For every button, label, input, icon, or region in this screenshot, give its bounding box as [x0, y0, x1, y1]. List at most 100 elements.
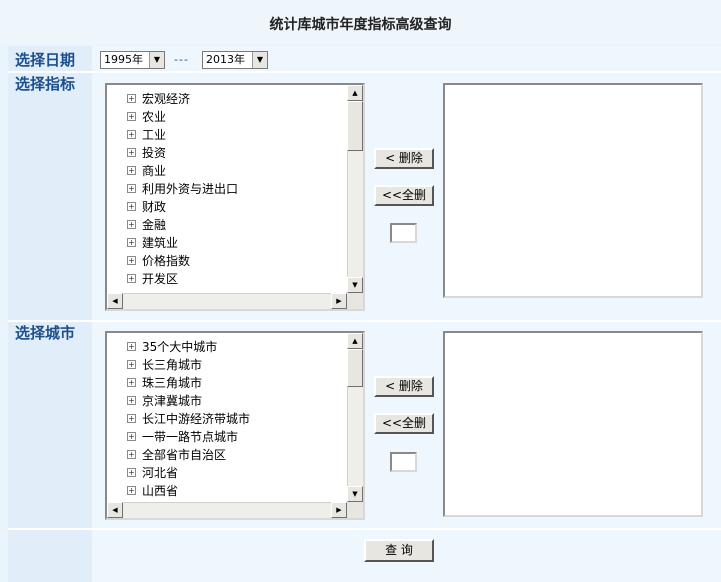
- tree-item[interactable]: + 长三角城市: [127, 356, 250, 374]
- expand-plus-icon[interactable]: +: [127, 202, 136, 211]
- scroll-thumb[interactable]: [347, 101, 363, 151]
- tree-item[interactable]: + 建筑业: [127, 234, 238, 252]
- tree-item[interactable]: + 开发区: [127, 270, 238, 288]
- city-count-input[interactable]: [390, 452, 417, 472]
- tree-item-label: 35个大中城市: [142, 340, 218, 354]
- expand-plus-icon[interactable]: +: [127, 166, 136, 175]
- end-year-value: 2013年: [206, 53, 245, 66]
- tree-item[interactable]: + 珠三角城市: [127, 374, 250, 392]
- tree-item[interactable]: + 价格指数: [127, 252, 238, 270]
- tree-item[interactable]: + 工业: [127, 126, 238, 144]
- expand-plus-icon[interactable]: +: [127, 450, 136, 459]
- tree-item-label: 价格指数: [142, 254, 191, 268]
- scroll-down-icon[interactable]: ▼: [347, 277, 363, 293]
- city-tree[interactable]: +35个大中城市+长三角城市+珠三角城市+京津冀城市+长江中游经济带城市+一带一…: [105, 331, 365, 520]
- tree-item[interactable]: + 农业: [127, 108, 238, 126]
- tree-item[interactable]: +河北省: [127, 464, 250, 482]
- tree-item-label: 商业: [142, 164, 167, 178]
- tree-item-label: 工业: [142, 128, 167, 142]
- indicator-vertical-scrollbar[interactable]: ▲ ▼: [347, 85, 363, 293]
- expand-plus-icon[interactable]: +: [127, 94, 136, 103]
- row-divider: [8, 320, 721, 322]
- tree-item-label: 京津冀城市: [142, 394, 203, 408]
- expand-plus-icon[interactable]: +: [127, 468, 136, 477]
- scroll-left-icon[interactable]: ◀: [107, 502, 123, 518]
- tree-item[interactable]: +35个大中城市: [127, 338, 250, 356]
- tree-item-label: 一带一路节点城市: [142, 430, 239, 444]
- tree-item[interactable]: +山西省: [127, 482, 250, 500]
- indicator-count-input[interactable]: [390, 223, 417, 243]
- tree-item[interactable]: +全部省市自治区: [127, 446, 250, 464]
- tree-item[interactable]: + 长江中游经济带城市: [127, 410, 250, 428]
- indicator-horizontal-scrollbar[interactable]: ◀ ▶: [107, 293, 347, 309]
- expand-plus-icon[interactable]: +: [127, 238, 136, 247]
- scroll-right-icon[interactable]: ▶: [331, 502, 347, 518]
- expand-plus-icon[interactable]: +: [127, 256, 136, 265]
- tree-item-label: 珠三角城市: [142, 376, 203, 390]
- scroll-thumb[interactable]: [347, 349, 363, 387]
- tree-item[interactable]: + 一带一路节点城市: [127, 428, 250, 446]
- indicator-tree[interactable]: + 宏观经济 + 农业 + 工业 + 投资 + 商业 + 利用外资与进出口 + 财政 + 金融 + 建筑业 + 价格指…: [105, 83, 365, 311]
- city-selected-list[interactable]: [443, 331, 703, 517]
- city-tree-list: +35个大中城市+长三角城市+珠三角城市+京津冀城市+长江中游经济带城市+一带一…: [127, 338, 250, 500]
- tree-item-label: 建筑业: [142, 236, 179, 250]
- tree-item[interactable]: + 宏观经济: [127, 90, 238, 108]
- tree-item-label: 金融: [142, 218, 167, 232]
- expand-plus-icon[interactable]: +: [127, 148, 136, 157]
- tree-item-label: 长江中游经济带城市: [142, 412, 251, 426]
- row-divider: [8, 528, 721, 530]
- expand-plus-icon[interactable]: +: [127, 486, 136, 495]
- date-separator: ---: [174, 53, 189, 66]
- tree-item-label: 宏观经济: [142, 92, 191, 106]
- tree-item-label: 投资: [142, 146, 167, 160]
- scroll-corner: [347, 293, 363, 309]
- tree-item[interactable]: + 金融: [127, 216, 238, 234]
- label-column: [8, 46, 92, 582]
- expand-plus-icon[interactable]: +: [127, 130, 136, 139]
- expand-plus-icon[interactable]: +: [127, 360, 136, 369]
- expand-plus-icon[interactable]: +: [127, 274, 136, 283]
- start-year-select[interactable]: 1995年 ▼: [100, 51, 165, 69]
- scroll-down-icon[interactable]: ▼: [347, 486, 363, 502]
- indicator-selected-list[interactable]: [443, 83, 703, 298]
- expand-plus-icon[interactable]: +: [127, 220, 136, 229]
- page-title: 统计库城市年度指标高级查询: [0, 0, 721, 44]
- tree-item[interactable]: + 财政: [127, 198, 238, 216]
- city-vertical-scrollbar[interactable]: ▲ ▼: [347, 333, 363, 502]
- expand-plus-icon[interactable]: +: [127, 396, 136, 405]
- tree-item-label: 开发区: [142, 272, 179, 286]
- tree-item[interactable]: + 商业: [127, 162, 238, 180]
- row-divider: [8, 71, 721, 73]
- scroll-right-icon[interactable]: ▶: [331, 293, 347, 309]
- scroll-corner: [347, 502, 363, 518]
- tree-item-label: 长三角城市: [142, 358, 203, 372]
- dropdown-arrow-icon[interactable]: ▼: [252, 52, 267, 68]
- expand-plus-icon[interactable]: +: [127, 378, 136, 387]
- city-delete-button[interactable]: < 删除: [374, 376, 434, 397]
- tree-item[interactable]: + 利用外资与进出口: [127, 180, 238, 198]
- indicator-tree-list: + 宏观经济 + 农业 + 工业 + 投资 + 商业 + 利用外资与进出口 + 财政 + 金融 + 建筑业 + 价格指…: [127, 90, 238, 288]
- tree-item-label: 农业: [142, 110, 167, 124]
- expand-plus-icon[interactable]: +: [127, 184, 136, 193]
- expand-plus-icon[interactable]: +: [127, 432, 136, 441]
- city-horizontal-scrollbar[interactable]: ◀ ▶: [107, 502, 347, 518]
- tree-item-label: 财政: [142, 200, 167, 214]
- city-delete-all-button[interactable]: <<全删: [374, 413, 434, 434]
- tree-item[interactable]: + 京津冀城市: [127, 392, 250, 410]
- expand-plus-icon[interactable]: +: [127, 342, 136, 351]
- indicator-label: 选择指标: [15, 75, 76, 93]
- expand-plus-icon[interactable]: +: [127, 414, 136, 423]
- dropdown-arrow-icon[interactable]: ▼: [149, 52, 164, 68]
- scroll-left-icon[interactable]: ◀: [107, 293, 123, 309]
- scroll-up-icon[interactable]: ▲: [347, 333, 363, 349]
- indicator-delete-button[interactable]: < 删除: [374, 148, 434, 169]
- end-year-select[interactable]: 2013年 ▼: [202, 51, 268, 69]
- expand-plus-icon[interactable]: +: [127, 112, 136, 121]
- query-button[interactable]: 查 询: [364, 539, 434, 562]
- tree-item-label: 利用外资与进出口: [142, 182, 239, 196]
- date-label: 选择日期: [15, 51, 76, 69]
- start-year-value: 1995年: [104, 53, 143, 66]
- indicator-delete-all-button[interactable]: <<全删: [374, 185, 434, 206]
- scroll-up-icon[interactable]: ▲: [347, 85, 363, 101]
- tree-item[interactable]: + 投资: [127, 144, 238, 162]
